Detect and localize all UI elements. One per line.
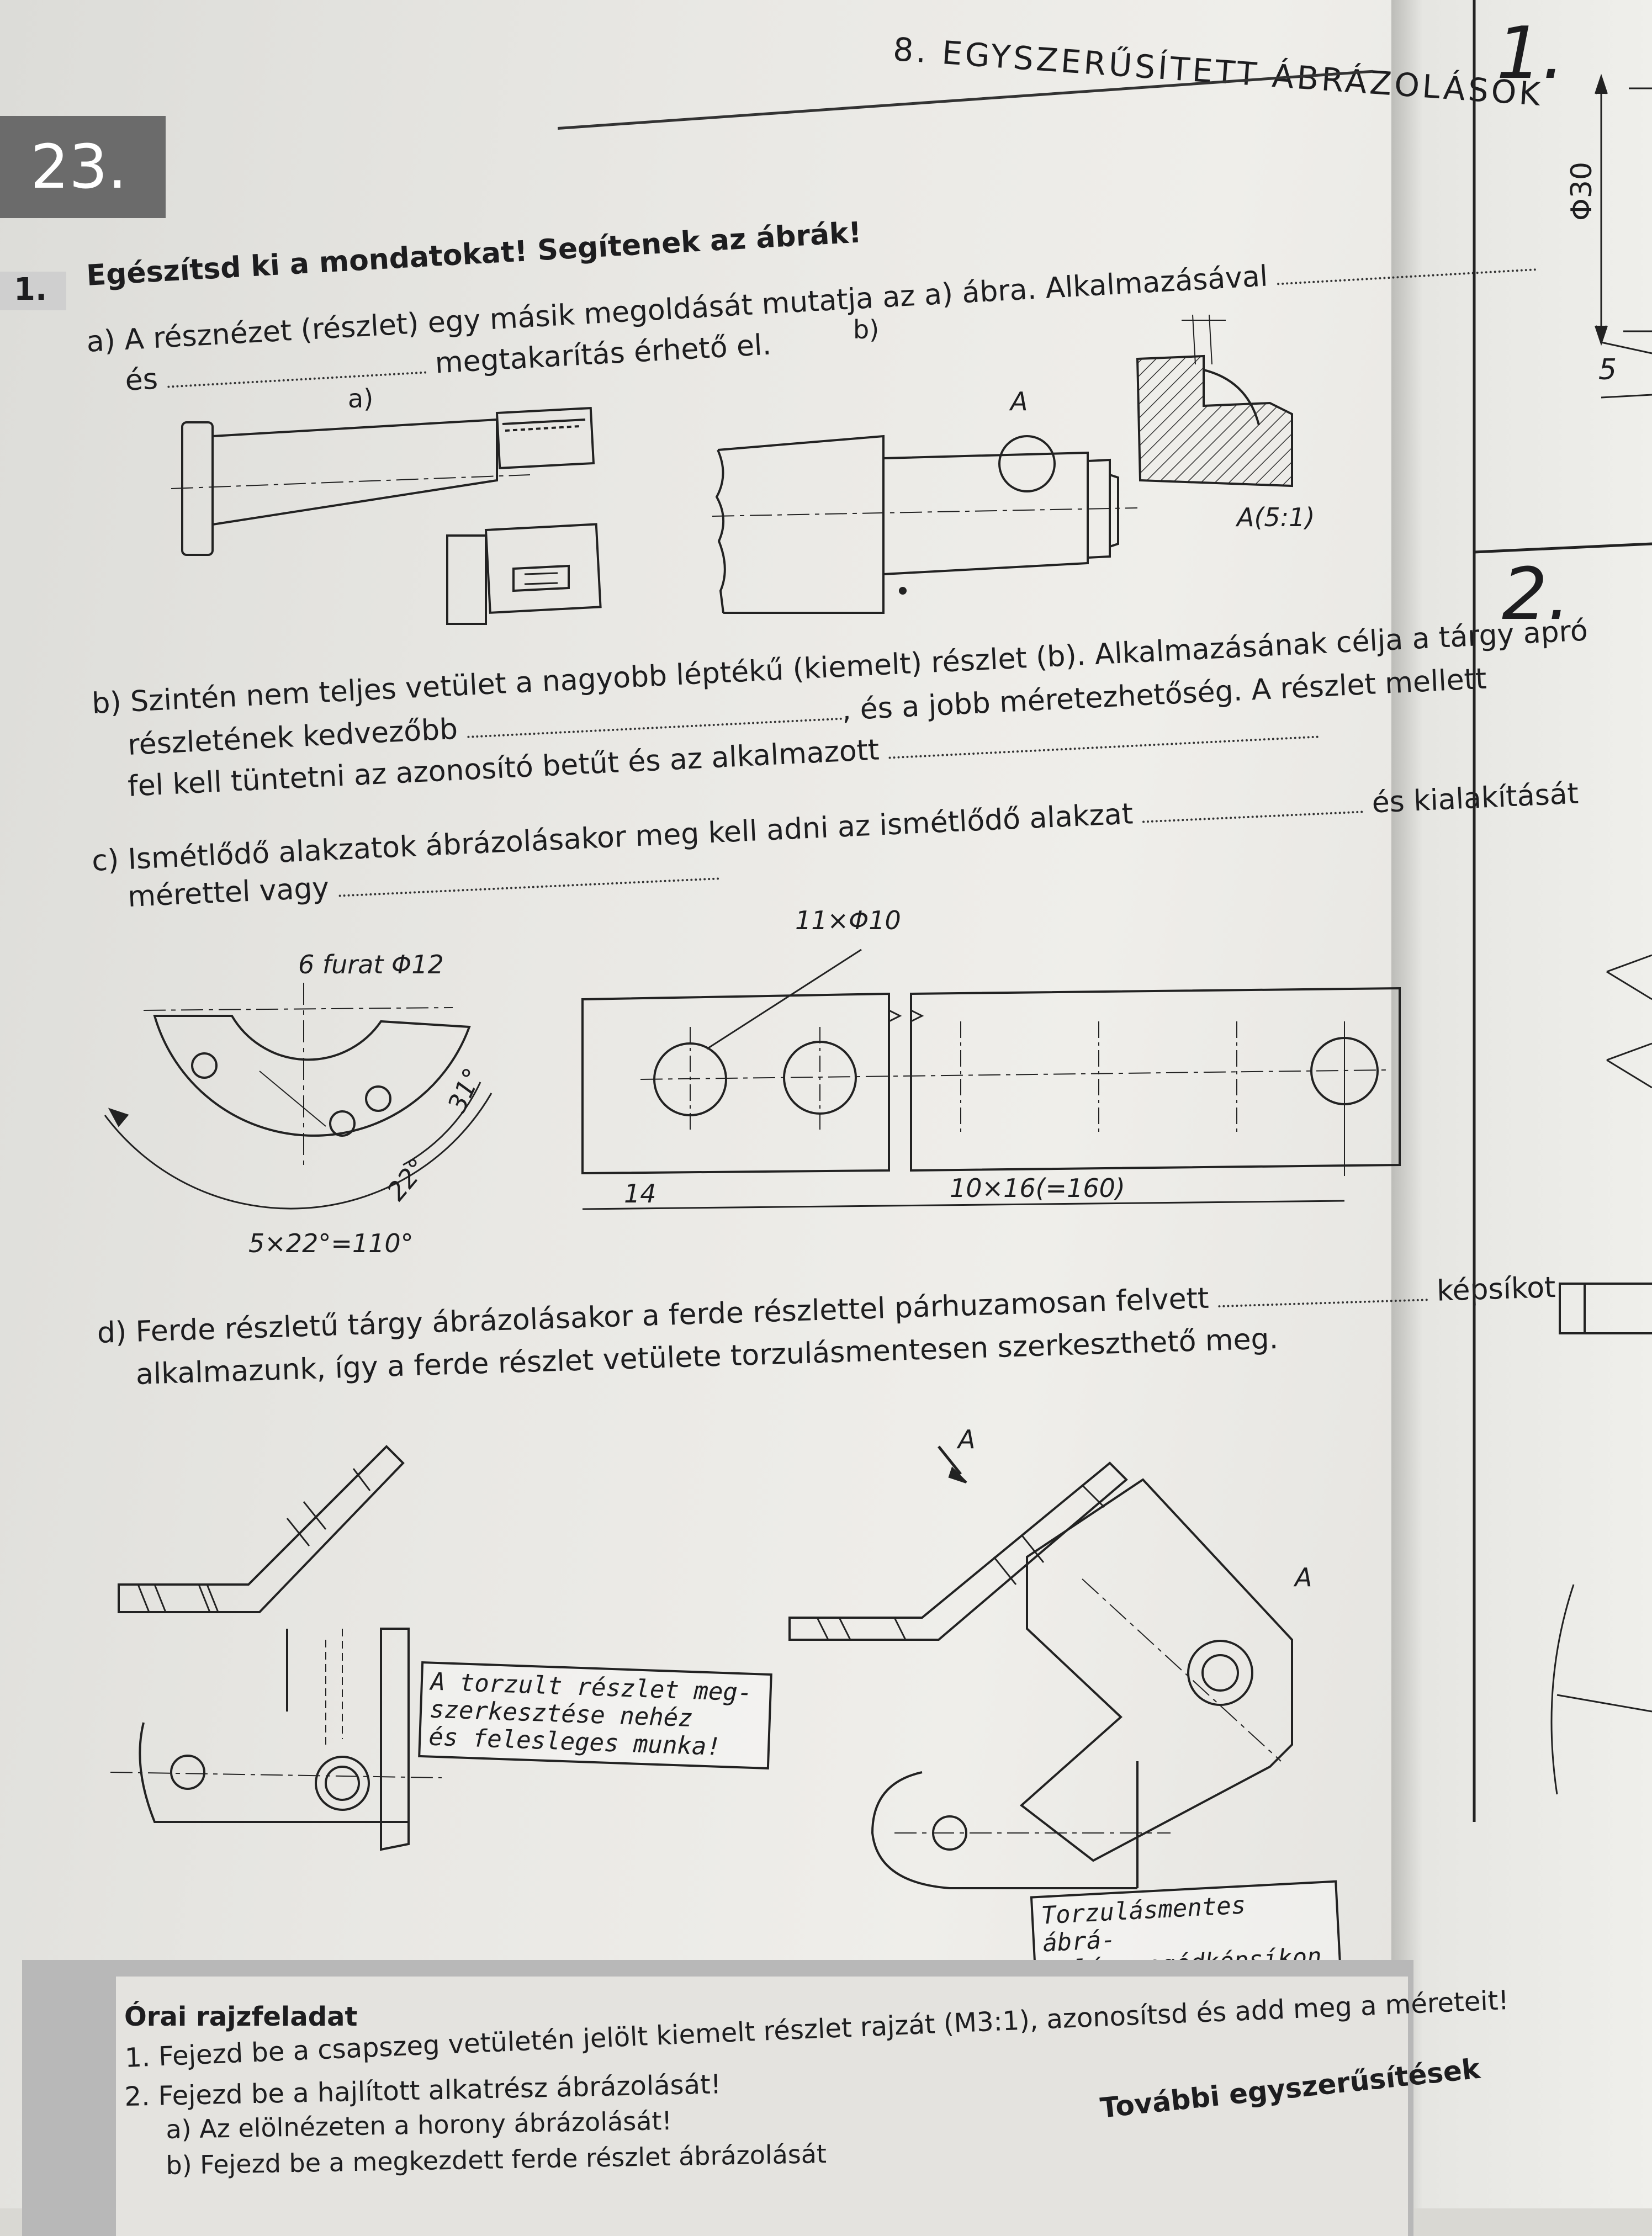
arc-drawing xyxy=(104,983,493,1210)
dim-14-label: 14 xyxy=(624,1179,656,1209)
task-content xyxy=(116,1977,1408,2236)
right-page-svg xyxy=(1473,0,1652,1822)
detail-scale-label: A(5:1) xyxy=(1237,502,1315,532)
bar-drawing xyxy=(581,949,1401,1210)
detail-A-enlarged xyxy=(1126,304,1309,491)
right-page xyxy=(1391,0,1652,2208)
figure-bar-holes xyxy=(574,939,1408,1226)
arc-total-label: 5×22°=110° xyxy=(248,1228,414,1258)
bent-part-left-drawing xyxy=(110,1445,442,1851)
right-page-drawings xyxy=(1473,0,1652,1822)
pin-drawing xyxy=(171,407,602,625)
right-dim-5: 5 xyxy=(1598,353,1617,386)
figure-bent-part-distorted xyxy=(110,1435,453,1866)
hole-count-label: 11×Φ10 xyxy=(795,905,901,935)
figure-a-pin xyxy=(171,398,613,651)
figure-a-label: a) xyxy=(348,384,374,414)
figure-b-label: b) xyxy=(853,315,880,345)
task-title: Órai rajzfeladat xyxy=(124,2001,358,2032)
callout-distorted: A torzult részlet meg- szerkesztése nehé… xyxy=(418,1661,772,1770)
dim-pitch-label: 10×16(=160) xyxy=(950,1173,1125,1203)
detail-letter-A: A xyxy=(1010,386,1028,416)
holes-label: 6 furat Φ12 xyxy=(298,950,444,979)
figure-arc-holes xyxy=(94,983,513,1259)
question-number: 1. xyxy=(0,272,66,310)
right-page-number-2: 2. xyxy=(1502,552,1571,636)
figure-bent-part-true-view xyxy=(784,1430,1336,1927)
bent-part-right-drawing xyxy=(788,1445,1293,1889)
right-page-number-1: 1. xyxy=(1496,11,1565,95)
view-letter-right: A xyxy=(1295,1562,1312,1592)
view-arrow-letter: A xyxy=(958,1424,976,1454)
lesson-number-badge: 23. xyxy=(0,116,166,218)
shaft-drawing xyxy=(712,435,1138,614)
figure-b-shaft xyxy=(707,409,1138,618)
blank-d1[interactable] xyxy=(1217,1276,1428,1308)
detail-drawing xyxy=(1136,314,1293,488)
right-dim-phi30: Φ30 xyxy=(1565,161,1598,221)
